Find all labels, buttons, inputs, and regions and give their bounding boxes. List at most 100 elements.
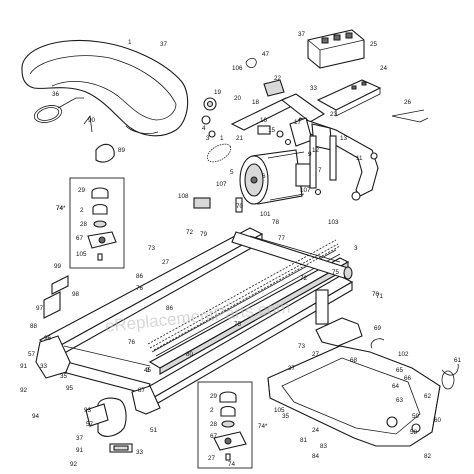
part-callout-71: 71 [376, 293, 384, 300]
part-callout-80: 80 [186, 351, 194, 358]
upper-roller-inset: 74* [56, 177, 125, 269]
part-callout-78: 78 [272, 219, 280, 226]
part-callout-107: 107 [300, 187, 311, 194]
part-callout-99: 99 [54, 263, 62, 270]
part-callout-98: 98 [72, 291, 80, 298]
upright-frame-part [230, 79, 379, 201]
safety-key-part [391, 109, 429, 123]
part-callout-28: 28 [80, 221, 88, 228]
part-callout-16: 16 [260, 117, 268, 124]
inset-label: 74* [258, 423, 268, 430]
part-callout-33: 33 [136, 449, 144, 456]
part-callout-102: 102 [398, 351, 409, 358]
part-callout-20: 20 [234, 95, 242, 102]
incline-base-frame-part [267, 345, 441, 447]
part-callout-67: 67 [210, 433, 218, 440]
part-callout-22: 22 [274, 75, 282, 82]
console-plate-part [316, 79, 382, 117]
deck-end-cap-part [35, 335, 161, 415]
part-callout-45: 45 [144, 367, 152, 374]
part-callout-24: 24 [312, 427, 320, 434]
part-callout-27: 27 [162, 259, 170, 266]
part-callout-88: 88 [30, 323, 38, 330]
part-callout-66: 66 [404, 375, 412, 382]
part-callout-4: 4 [202, 125, 206, 132]
part-callout-97: 97 [36, 305, 44, 312]
part-callout-70: 70 [236, 203, 244, 210]
part-callout-3: 3 [206, 135, 210, 142]
part-callout-17: 17 [294, 119, 302, 126]
part-callout-84: 84 [312, 453, 320, 460]
part-callout-18: 18 [252, 99, 260, 106]
rear-foot-part [85, 397, 127, 437]
part-callout-60: 60 [434, 417, 442, 424]
part-callout-67: 67 [76, 235, 84, 242]
part-callout-91: 91 [20, 363, 28, 370]
part-callout-37: 37 [160, 41, 168, 48]
part-callout-37: 37 [288, 365, 296, 372]
part-callout-1: 1 [220, 135, 224, 142]
part-callout-76: 76 [136, 285, 144, 292]
part-callout-1: 1 [128, 39, 132, 46]
part-callout-11: 11 [356, 155, 363, 162]
leveler-part [109, 443, 133, 453]
deck-slide-pads [43, 275, 69, 319]
power-cord-part [33, 97, 84, 123]
incline-motor-parts [315, 289, 363, 347]
part-callout-107: 107 [216, 181, 227, 188]
part-callout-3: 3 [146, 367, 150, 374]
part-callout-36: 36 [52, 91, 60, 98]
console-bracket-part [307, 29, 365, 69]
part-callout-93: 93 [84, 407, 92, 414]
part-callout-28: 28 [210, 421, 218, 428]
part-callout-90: 90 [88, 117, 96, 124]
part-callout-70: 70 [372, 291, 380, 298]
lift-wire-part [370, 338, 459, 390]
part-callout-86: 86 [136, 273, 144, 280]
part-callout-94: 94 [32, 413, 40, 420]
part-callout-92: 92 [70, 461, 78, 468]
part-callout-86: 86 [166, 305, 174, 312]
part-callout-87: 87 [138, 387, 146, 394]
part-callout-101: 101 [260, 211, 271, 218]
part-callout-108: 108 [178, 193, 189, 200]
part-callout-5: 5 [230, 169, 234, 176]
part-callout-75: 75 [234, 321, 242, 328]
part-callout-27: 27 [208, 455, 216, 462]
part-callout-72: 72 [300, 275, 308, 282]
part-callout-106: 106 [232, 65, 243, 72]
part-callout-79: 79 [200, 231, 208, 238]
part-callout-12: 12 [312, 147, 320, 154]
part-callout-91: 91 [76, 447, 84, 454]
part-callout-105: 105 [76, 251, 87, 258]
part-callout-35: 35 [282, 413, 290, 420]
strap-part [95, 143, 115, 163]
part-callout-24: 24 [380, 65, 388, 72]
part-callout-81: 81 [300, 437, 308, 444]
part-callout-82: 82 [424, 453, 432, 460]
part-callout-64: 64 [392, 383, 400, 390]
part-callout-2: 2 [210, 407, 214, 414]
lower-roller-inset: 74* [197, 381, 268, 469]
motor-belt-part [206, 143, 232, 163]
part-callout-69: 69 [374, 325, 382, 332]
part-callout-61: 61 [454, 357, 462, 364]
part-callout-57: 57 [28, 351, 36, 358]
part-callout-27: 27 [312, 351, 320, 358]
part-callout-9: 9 [308, 151, 312, 158]
part-callout-83: 83 [320, 443, 328, 450]
part-callout-35: 35 [60, 373, 68, 380]
part-callout-65: 65 [396, 367, 404, 374]
part-callout-23: 23 [330, 111, 338, 118]
part-callout-37: 37 [298, 31, 306, 38]
part-callout-63: 63 [396, 397, 404, 404]
screw-pulley-parts [193, 97, 322, 213]
part-callout-13: 13 [340, 135, 348, 142]
part-callout-19: 19 [214, 89, 222, 96]
part-callout-105: 105 [274, 407, 285, 414]
part-callout-29: 29 [78, 187, 86, 194]
part-callout-37: 37 [76, 435, 84, 442]
drive-motor-part [239, 149, 311, 205]
